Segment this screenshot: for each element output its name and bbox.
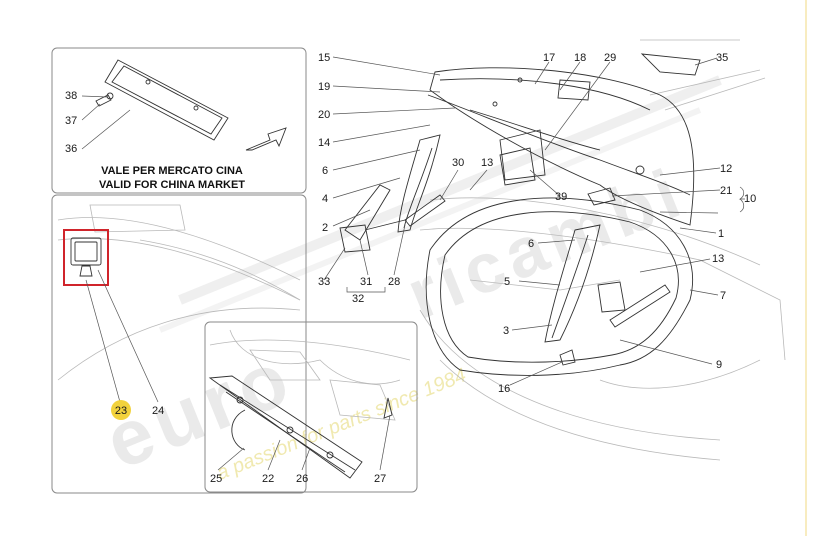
callout-6: 6 <box>322 165 328 177</box>
latch-part <box>499 147 536 186</box>
crossmember-part <box>208 375 363 479</box>
callout-5: 5 <box>504 276 510 288</box>
clip-part <box>383 397 393 419</box>
callout-22: 22 <box>262 473 274 485</box>
inset-caption-line2: VALID FOR CHINA MARKET <box>99 179 245 191</box>
callout-10: 10 <box>744 193 756 205</box>
callout-1: 1 <box>718 228 724 240</box>
inset-caption-line1: VALE PER MERCATO CINA <box>101 165 243 177</box>
inset-rear-bumper <box>51 194 307 494</box>
hinge-arm-right <box>544 224 601 343</box>
bracket-35 <box>640 53 701 76</box>
gas-strut-right <box>609 284 671 328</box>
callout-24: 24 <box>152 405 164 417</box>
callout-35: 35 <box>716 52 728 64</box>
callout-19: 19 <box>318 81 330 93</box>
callout-6b: 6 <box>528 238 534 250</box>
callout-29: 29 <box>604 52 616 64</box>
hinge-arm-left <box>397 134 441 233</box>
inset-frame <box>51 47 307 194</box>
callout-3: 3 <box>503 325 509 337</box>
callout-20: 20 <box>318 109 330 121</box>
callout-30: 30 <box>452 157 464 169</box>
highlight-box <box>63 229 109 286</box>
callout-25: 25 <box>210 473 222 485</box>
inset-bumper-reinforcement: 25 22 26 27 <box>204 321 418 493</box>
bumper-stop-16 <box>559 349 576 366</box>
callout-27: 27 <box>374 473 386 485</box>
callout-32: 32 <box>352 293 364 305</box>
callout-37: 37 <box>65 115 77 127</box>
callout-28: 28 <box>388 276 400 288</box>
leader-lines <box>323 56 745 386</box>
callout-21: 21 <box>720 185 732 197</box>
callout-13: 13 <box>481 157 493 169</box>
callout-4: 4 <box>322 193 328 205</box>
hinge-bracket-right <box>597 281 626 313</box>
inset-frame-reinforcement <box>204 321 418 493</box>
callout-26: 26 <box>296 473 308 485</box>
callout-33: 33 <box>318 276 330 288</box>
callout-36: 36 <box>65 143 77 155</box>
callout-15: 15 <box>318 52 330 64</box>
callout-9: 9 <box>716 359 722 371</box>
callout-16: 16 <box>498 383 510 395</box>
screw-part <box>95 92 114 107</box>
callout-14: 14 <box>318 137 330 149</box>
callout-12: 12 <box>720 163 732 175</box>
car-rear-body <box>419 39 786 461</box>
callout-31: 31 <box>360 276 372 288</box>
callout-39: 39 <box>555 191 567 203</box>
watermark: euro ricambi a passion for parts since 1… <box>93 75 722 486</box>
callout-23: 23 <box>115 405 127 417</box>
inset-frame-bumper <box>51 194 307 494</box>
trunk-opening <box>425 197 693 376</box>
callout-7: 7 <box>720 290 726 302</box>
hinge-bracket-left <box>339 184 391 253</box>
licence-plate-frame <box>104 59 229 141</box>
callout-2: 2 <box>322 222 328 234</box>
inset-china-market: 38 37 36 VALE PER MERCATO CINA VALID FOR… <box>51 47 307 194</box>
lamp-part-21 <box>587 187 616 206</box>
callout-18: 18 <box>574 52 586 64</box>
callout-23-badge <box>111 400 131 420</box>
callout-38: 38 <box>65 90 77 102</box>
callout-labels: 15 19 20 14 6 4 2 33 31 28 32 17 18 29 3… <box>318 52 756 395</box>
direction-arrow <box>245 127 287 151</box>
callout-17: 17 <box>543 52 555 64</box>
wire-harness <box>231 409 246 451</box>
highlighted-lamp-part-23: 23 24 <box>63 229 164 420</box>
callout-13b: 13 <box>712 253 724 265</box>
gas-strut-left <box>364 194 446 231</box>
